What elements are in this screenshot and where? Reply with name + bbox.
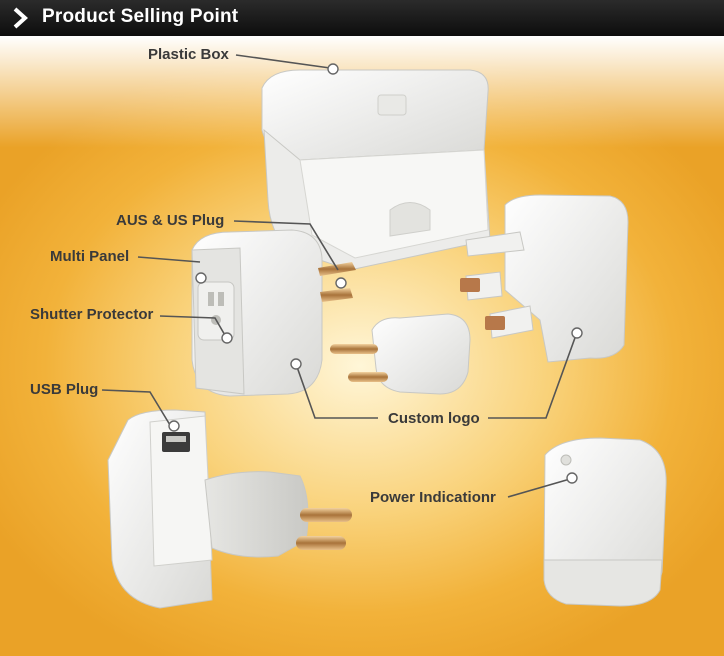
custom-logo-label: Custom logo	[388, 410, 480, 427]
usb-adapter	[107, 409, 352, 609]
section-header: Product Selling Point	[0, 0, 724, 36]
multi-adapter	[191, 229, 356, 397]
leader-lines	[101, 54, 577, 498]
multi-panel-label: Multi Panel	[50, 248, 130, 265]
plastic-box-label: Plastic Box	[148, 46, 229, 63]
usb-plug-label: USB Plug	[30, 381, 99, 398]
plastic-box	[261, 69, 491, 271]
power-indicator-module	[543, 437, 667, 607]
callout-dots	[168, 63, 583, 484]
uk-adapter	[460, 194, 629, 363]
chevron-right-icon	[13, 7, 28, 29]
power-indication-label: Power Indicationr	[370, 489, 496, 506]
page-title: Product Selling Point	[42, 6, 239, 27]
aus-us-plug-label: AUS & US Plug	[116, 212, 225, 229]
shutter-protector-label: Shutter Protector	[30, 306, 154, 323]
eu-plug-piece	[330, 313, 471, 395]
